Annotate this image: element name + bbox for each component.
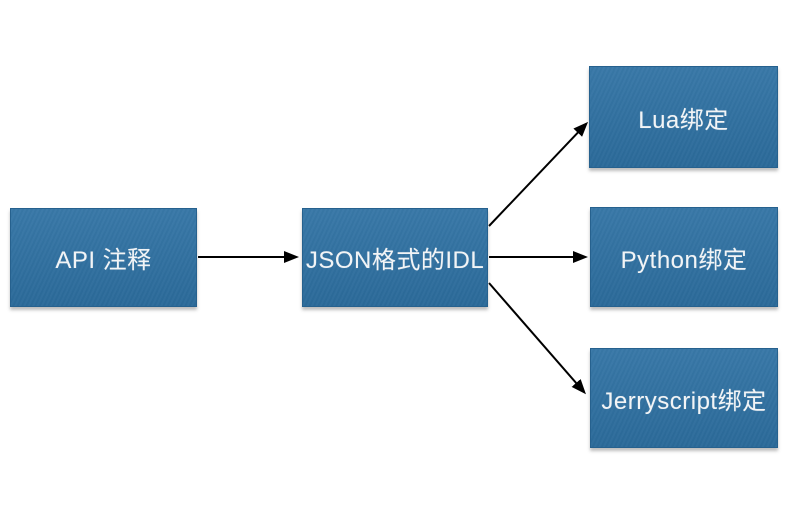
node-python-binding: Python绑定: [590, 207, 778, 307]
node-jerryscript-binding: Jerryscript绑定: [590, 348, 778, 448]
arrow-idl-to-lua: [488, 121, 589, 227]
node-json-idl-label: JSON格式的IDL: [305, 247, 485, 274]
node-json-idl: JSON格式的IDL: [302, 208, 488, 307]
node-lua-binding-label: Lua绑定: [638, 106, 729, 134]
node-api-annotation: API 注释: [10, 208, 197, 307]
node-api-annotation-label: API 注释: [55, 247, 152, 274]
node-python-binding-label: Python绑定: [620, 246, 748, 274]
arrow-idl-to-jerryscript: [488, 282, 586, 395]
node-lua-binding: Lua绑定: [589, 66, 778, 168]
node-jerryscript-binding-label: Jerryscript绑定: [601, 387, 767, 415]
